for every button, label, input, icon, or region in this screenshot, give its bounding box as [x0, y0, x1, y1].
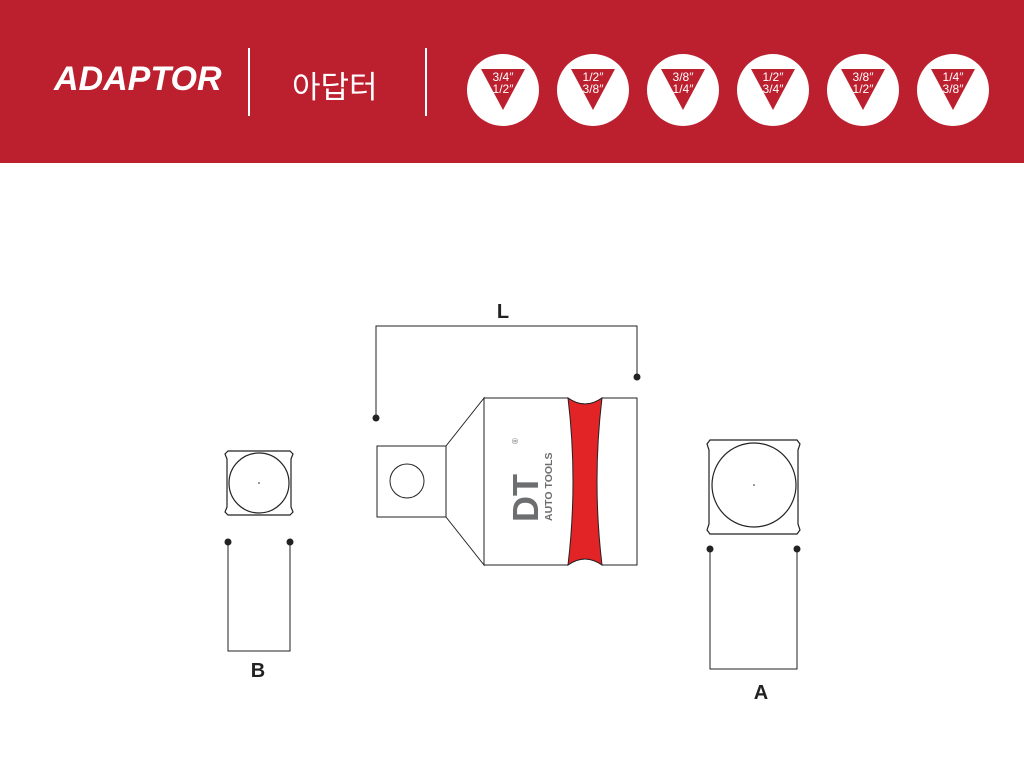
badge-top-size: 1/2″	[583, 70, 605, 84]
dimension-b	[227, 542, 291, 652]
drive-size-badge: 1/2″3/8″	[556, 53, 630, 127]
badge-bottom-size: 3/8″	[943, 82, 965, 96]
badge-triangle-icon	[931, 69, 975, 110]
adaptor-side-view	[376, 396, 638, 567]
dimension-a-dot-right	[793, 545, 801, 553]
drive-size-badge: 3/8″1/4″	[646, 53, 720, 127]
title-divider-left	[248, 48, 250, 116]
length-dimension-dot-left	[372, 414, 380, 422]
dimension-a-dot-left	[706, 545, 714, 553]
badge-bottom-size: 3/4″	[763, 82, 785, 96]
badge-triangle-icon	[571, 69, 615, 110]
header-banner: ADAPTOR 아답터 3/4″1/2″1/2″3/8″3/8″1/4″1/2″…	[0, 0, 1024, 163]
badge-triangle-icon	[661, 69, 705, 110]
badge-triangle-icon	[481, 69, 525, 110]
brand-sub-text: AUTO TOOLS	[543, 453, 555, 521]
badge-top-size: 3/4″	[493, 70, 515, 84]
drive-size-badge: 1/4″3/8″	[916, 53, 990, 127]
adaptor-neck	[445, 396, 485, 567]
badge-top-size: 3/8″	[673, 70, 695, 84]
brand-logo-text: DT	[505, 474, 546, 522]
dimension-a	[709, 549, 798, 670]
center-point-b	[258, 482, 260, 484]
length-dimension-dot-right	[633, 373, 641, 381]
end-view-a	[706, 439, 801, 535]
center-point-a	[753, 484, 755, 486]
title-korean: 아답터	[292, 70, 378, 106]
length-label: L	[497, 301, 509, 323]
dimension-a-label: A	[754, 682, 768, 704]
detent-ball-icon	[389, 463, 425, 499]
drive-size-badge: 3/4″1/2″	[466, 53, 540, 127]
badge-bottom-size: 1/4″	[673, 82, 695, 96]
badge-bottom-size: 3/8″	[583, 82, 605, 96]
length-dimension	[375, 325, 638, 418]
dimension-b-dot-left	[224, 538, 232, 546]
badge-triangle-icon	[841, 69, 885, 110]
title-divider-right	[425, 48, 427, 116]
brand-registered-mark: ®	[511, 438, 520, 444]
badge-top-size: 1/4″	[943, 70, 965, 84]
male-square-drive	[376, 445, 447, 518]
adaptor-red-band	[567, 396, 603, 567]
dimension-b-dot-right	[286, 538, 294, 546]
adaptor-technical-drawing: L DT AUTO TOOLS ® B A	[224, 301, 801, 704]
dimension-b-label: B	[251, 660, 265, 682]
title-english: ADAPTOR	[54, 60, 222, 98]
drive-size-badge: 1/2″3/4″	[736, 53, 810, 127]
brand-logo: DT AUTO TOOLS ®	[505, 438, 555, 522]
badge-bottom-size: 1/2″	[493, 82, 515, 96]
badge-bottom-size: 1/2″	[853, 82, 875, 96]
badge-top-size: 3/8″	[853, 70, 875, 84]
drive-size-badge: 3/8″1/2″	[826, 53, 900, 127]
badge-triangle-icon	[751, 69, 795, 110]
badge-top-size: 1/2″	[763, 70, 785, 84]
